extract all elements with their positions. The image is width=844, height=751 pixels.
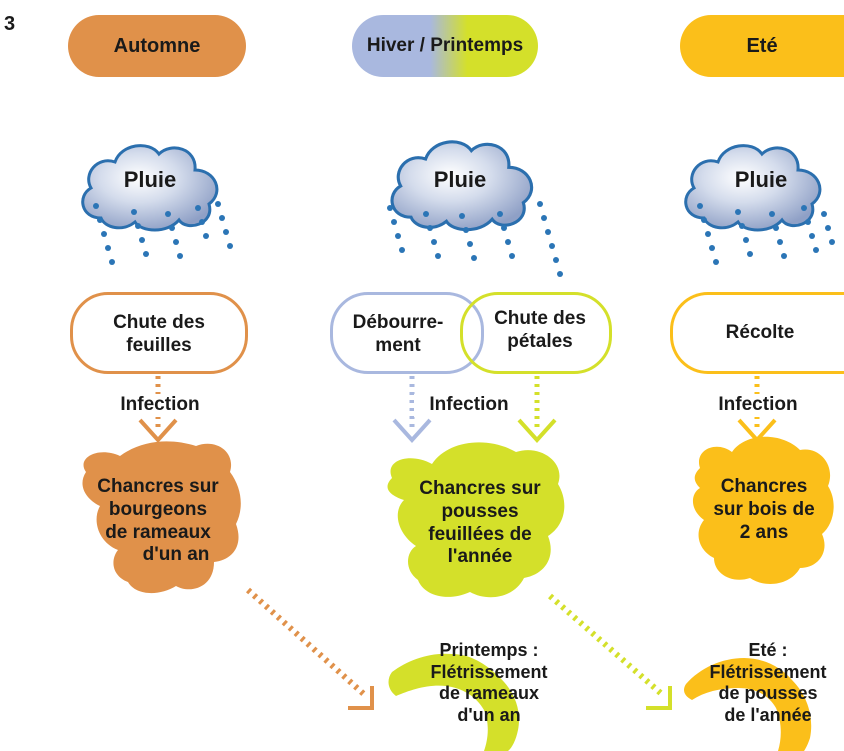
canker-label-autumn: Chancres sur bourgeons de rameaux d'un a… — [88, 476, 228, 567]
season-pill-autumn: Automne — [68, 15, 246, 77]
rain-drops-winter-spring — [387, 201, 563, 277]
wilt-label-summer: Eté : Flétrissement de pousses de l'anné… — [694, 640, 842, 726]
arrow-petalfall-infection — [517, 376, 557, 443]
event-ring-harvest — [670, 292, 844, 374]
rain-label-summer: Pluie — [734, 167, 788, 192]
canker-label-autumn-line1: Chancres sur — [97, 476, 219, 497]
rain-label-autumn: Pluie — [123, 167, 177, 192]
infection-label-winter-spring: Infection — [414, 394, 524, 417]
canker-blob-autumn — [82, 441, 241, 594]
canker-blob-summer — [692, 436, 834, 584]
event-label-budbreak-line2: ment — [375, 334, 421, 356]
event-label-leaf-fall-line2: feuilles — [126, 334, 192, 356]
canker-blob-spring — [387, 442, 565, 598]
wilt-label-spring-line2: Flétrissement — [430, 661, 548, 682]
event-ring-budbreak — [330, 292, 484, 374]
wilting-shoot-spring — [388, 653, 520, 751]
arrow-spring-to-wilt — [548, 593, 672, 710]
wilting-shoot-summer — [684, 658, 812, 751]
wilt-label-spring: Printemps : Flétrissement de rameaux d'u… — [414, 640, 564, 726]
canker-label-autumn-line4: d'un an — [142, 544, 210, 566]
canker-label-summer-line2: sur bois de — [713, 498, 815, 520]
canker-label-summer: Chancres sur bois de 2 ans — [704, 476, 824, 544]
event-label-budbreak-line1: Débourre- — [352, 312, 444, 333]
event-label-harvest: Récolte — [725, 322, 795, 343]
canker-label-spring: Chancres sur pousses feuillées de l'anné… — [410, 478, 550, 569]
wilt-label-spring-line3: de rameaux — [438, 683, 540, 704]
arrow-autumn-to-wilt — [245, 587, 374, 710]
event-label-budbreak: Débourre- ment — [338, 312, 458, 358]
canker-label-summer-line3: 2 ans — [739, 521, 789, 543]
arrow-budbreak-infection — [392, 376, 432, 443]
wilt-label-spring-line4: d'un an — [457, 704, 521, 725]
canker-label-autumn-line3: de rameaux — [105, 521, 211, 543]
season-pill-winter-spring: Hiver / Printemps — [352, 15, 538, 77]
canker-label-spring-line2: pousses — [441, 500, 519, 522]
infection-label-autumn: Infection — [100, 394, 220, 417]
wilt-label-spring-line1: Printemps : — [439, 640, 539, 660]
wilt-label-summer-line4: de l'année — [724, 704, 812, 725]
canker-label-spring-line3: feuillées de — [428, 523, 532, 545]
rain-label-winter-spring: Pluie — [433, 167, 487, 192]
infection-label-summer: Infection — [706, 394, 810, 417]
canker-label-spring-line4: l'année — [447, 546, 513, 568]
wilt-label-summer-line3: de pousses — [718, 683, 818, 704]
wilt-label-summer-line1: Eté : — [748, 640, 788, 660]
figure-number: 3 — [4, 13, 16, 35]
season-pill-summer: Eté — [680, 15, 844, 77]
event-label-leaf-fall: Chute des feuilles — [80, 312, 238, 358]
event-label-petal-fall-line1: Chute des — [494, 308, 586, 329]
rain-drops-summer — [697, 203, 835, 265]
event-ring-petal-fall — [460, 292, 612, 374]
rain-drops-autumn — [93, 201, 233, 265]
canker-label-autumn-line2: bourgeons — [108, 498, 208, 520]
canker-label-spring-line1: Chancres sur — [419, 478, 541, 499]
canker-label-summer-line1: Chancres — [720, 476, 808, 497]
event-label-leaf-fall-line1: Chute des — [113, 312, 205, 333]
event-ring-leaf-fall — [70, 292, 248, 374]
event-label-petal-fall-line2: pétales — [507, 330, 573, 352]
event-label-petal-fall: Chute des pétales — [480, 308, 600, 354]
wilt-label-summer-line2: Flétrissement — [709, 661, 827, 682]
